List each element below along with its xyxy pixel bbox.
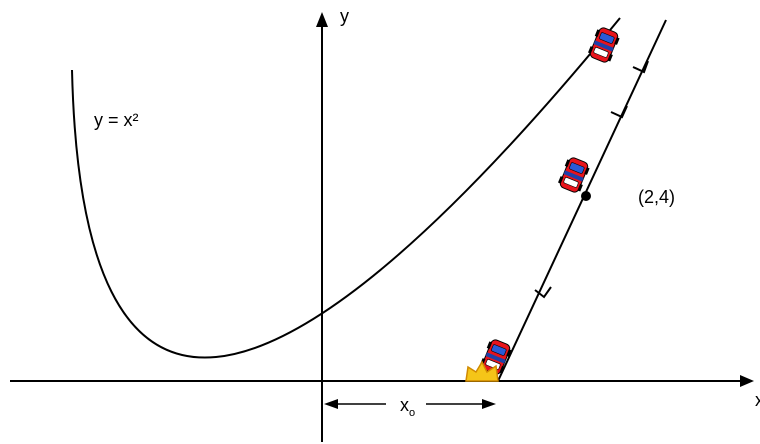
y-axis-arrowhead-icon [316, 12, 328, 27]
x0-label: xo [400, 395, 415, 419]
car-icon [556, 155, 592, 195]
parabola-curve [71, 17, 621, 359]
y-axis-label: y [340, 6, 349, 26]
tangency-point [581, 191, 591, 201]
tangent-direction-arrow-icon [610, 105, 628, 119]
x0-label-main: x [400, 395, 409, 415]
curve-label: y = x² [94, 110, 139, 130]
x0-right-arrowhead-icon [482, 399, 496, 409]
x-axis-label: x [755, 390, 760, 410]
tangent-direction-arrow-icon [632, 60, 649, 74]
tangent-line [497, 19, 667, 382]
point-label: (2,4) [638, 187, 675, 207]
x-axis-arrowhead-icon [740, 375, 754, 387]
crash-burst-icon [465, 360, 499, 382]
x0-label-subscript: o [409, 407, 415, 419]
tangent-direction-arrow-icon [534, 286, 552, 299]
x0-left-arrowhead-icon [324, 399, 338, 409]
car-icon [586, 25, 622, 65]
